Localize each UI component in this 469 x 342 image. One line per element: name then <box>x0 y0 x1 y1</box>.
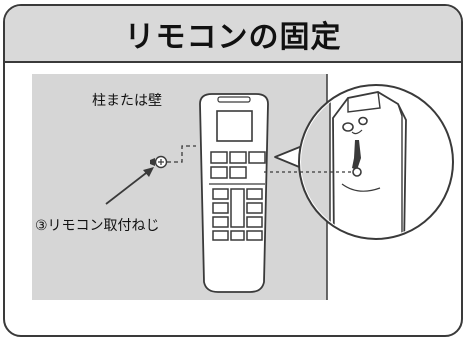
pillar-wall-label: 柱または壁 <box>92 93 162 109</box>
wall-area <box>32 74 327 300</box>
screw-leader-line <box>167 145 196 163</box>
zoom-callout <box>264 84 454 240</box>
title-header: リモコンの固定 <box>5 6 461 63</box>
screw-arrow <box>105 169 151 205</box>
remote-display <box>216 110 253 142</box>
screw-label: ③リモコン取付ねじ <box>35 218 160 234</box>
page-title: リモコンの固定 <box>124 19 342 55</box>
screw-icon <box>150 155 168 169</box>
remote-control <box>199 93 269 293</box>
